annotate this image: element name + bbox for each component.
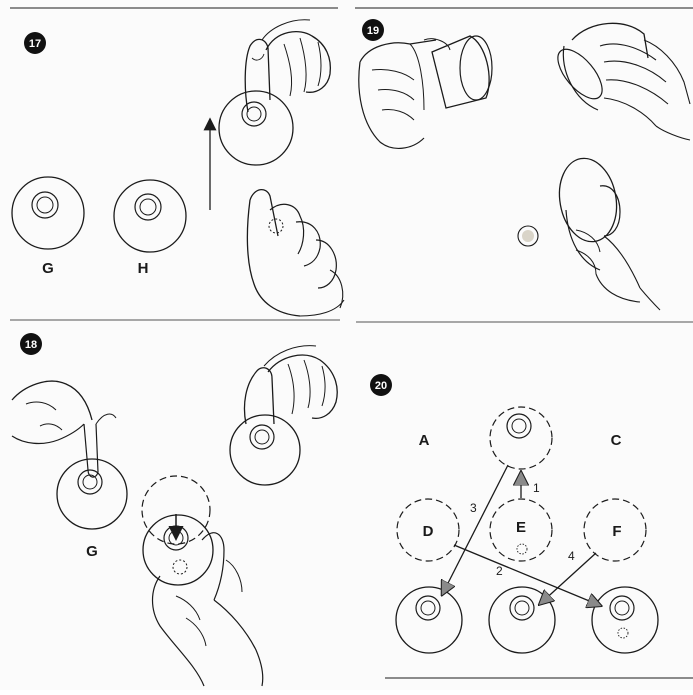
- move-arrow-2: [454, 545, 599, 605]
- cup-g-17: [12, 177, 84, 249]
- hand-lifting-17: [245, 20, 330, 112]
- step-19-number: 19: [367, 25, 379, 37]
- cup-right-18: [230, 415, 300, 485]
- cup-label-g-18: G: [86, 543, 98, 560]
- position-label-d: D: [423, 523, 434, 540]
- cup-lowered-18: [143, 515, 213, 585]
- move-number-2: 2: [496, 564, 503, 578]
- hand-with-hidden-ball-17: [247, 190, 344, 316]
- hand-over-cup-g-18: [12, 381, 116, 477]
- ball-shading-19: [522, 230, 534, 242]
- move-number-3: 3: [470, 501, 477, 515]
- step-19-badge: 19: [362, 19, 384, 41]
- step-18-number: 18: [25, 339, 37, 351]
- hand-lowering-cup-18: [153, 533, 263, 686]
- cup-g-18: [57, 459, 127, 529]
- frame-lines: [10, 8, 693, 678]
- move-number-4: 4: [568, 549, 575, 563]
- cup-bottom-left-20: [396, 587, 462, 653]
- cup-bottom-middle-20: [489, 587, 555, 653]
- panel-19: 19: [359, 19, 690, 310]
- move-number-1: 1: [533, 481, 540, 495]
- panel-20: 20 A C D E F: [370, 374, 658, 653]
- hand-holding-cup-left-19: [359, 39, 450, 149]
- cup-label-g-17: G: [42, 260, 54, 277]
- hand-with-cup-lowered-19: [553, 154, 660, 310]
- lifted-cup-17: [219, 91, 293, 165]
- cup-h-17: [114, 180, 186, 252]
- hand-over-cup-right-18: [244, 346, 337, 424]
- cup-sideways-19: [432, 36, 492, 108]
- position-label-f: F: [612, 523, 621, 540]
- hand-holding-cup-right-19: [550, 23, 690, 140]
- panel-17: 17 G H: [12, 20, 344, 316]
- step-20-badge: 20: [370, 374, 392, 396]
- cup-bottom-right-20: [592, 587, 658, 653]
- step-17-badge: 17: [24, 32, 46, 54]
- cup-top-20: [490, 407, 552, 469]
- hidden-ball-18: [173, 560, 187, 574]
- step-17-number: 17: [29, 38, 41, 50]
- step-20-number: 20: [375, 380, 387, 392]
- cup-label-h-17: H: [138, 260, 149, 277]
- step-18-badge: 18: [20, 333, 42, 355]
- position-label-a: A: [419, 432, 430, 449]
- panel-18: 18 G: [12, 333, 337, 686]
- position-label-c: C: [611, 432, 622, 449]
- position-label-e: E: [516, 519, 526, 536]
